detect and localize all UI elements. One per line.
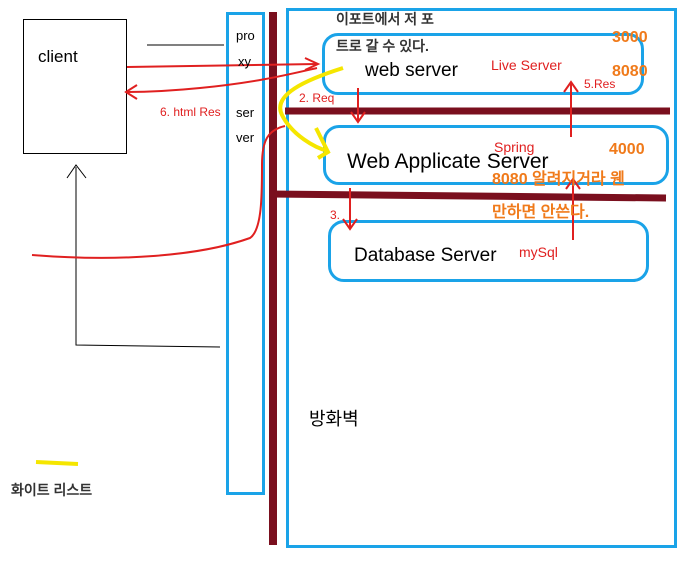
firewall-zone-box [286,8,677,548]
return-path-line [75,167,221,348]
was-warning-line1: 8080 알려지거라 웬 [492,171,625,188]
client-label: client [38,47,78,66]
req-arrowhead-down [350,111,366,124]
proxy-label-line2: xy [238,54,251,69]
step-html-res-label: 6. html Res [160,105,221,119]
step-res-label: 5.Res [584,77,616,91]
whitelist-path [278,66,344,153]
was-label: Web Applicate Server [347,150,549,173]
web-server-tag: Live Server [491,57,562,73]
proxy-label-line1: pro [236,28,255,43]
outside-access-curve [31,125,286,259]
html-response-arrow [125,67,318,93]
proxy-server-box [226,12,265,495]
web-server-box [322,33,644,95]
html-response-arrowhead [124,84,138,100]
whitelist-legend-swatch [35,460,79,466]
was-warning-line2: 만하면 안쓴다. [492,204,590,221]
firewall-note-line2: 트로 갈 수 있다. [336,38,429,54]
request-arrow [126,63,318,68]
was-port-4000: 4000 [609,141,645,158]
whitelist-arrowhead [314,127,331,160]
proxy-label-line3: ser [236,105,255,120]
db-arrowhead-down [342,218,358,231]
request-arrowhead [304,57,321,71]
web-server-port-3000: 3000 [612,29,648,46]
firewall-wall-bottom [269,190,667,202]
db-server-box [328,220,649,282]
firewall-note-line1: 이포트에서 저 포 [336,11,434,27]
whitelist-legend-label: 화이트 리스트 [11,482,93,498]
client-box [23,19,127,154]
firewall-label: 방화벽 [309,409,359,429]
step-req-label: 2. Req [299,91,335,105]
web-server-label: web server [365,60,458,81]
step-db-label: 3. [330,208,341,222]
web-server-port-8080: 8080 [612,63,648,80]
db-res-arrowhead-up [565,177,581,190]
return-path-arrowhead [66,164,87,179]
res-arrowhead-up [563,80,579,93]
db-server-label: Database Server [354,245,497,266]
proxy-label-line4: ver [236,130,255,145]
was-tag: Spring [494,139,535,155]
db-server-tag: mySql [519,244,558,260]
